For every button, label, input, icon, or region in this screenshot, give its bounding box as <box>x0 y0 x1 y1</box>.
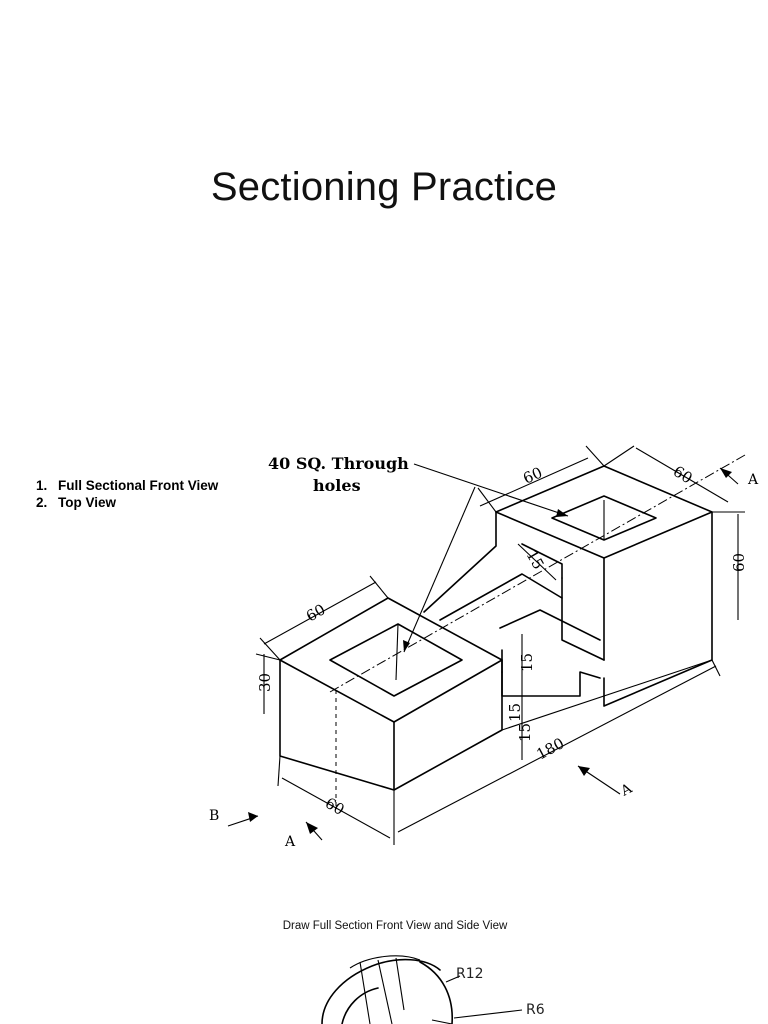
isometric-drawing-bearing: R12 R6 <box>321 955 545 1024</box>
task-label: Top View <box>58 495 117 510</box>
view-label-b: B <box>209 808 219 824</box>
note-text-line1: 40 SQ. Through <box>268 454 409 473</box>
left-block <box>279 597 713 791</box>
view-label-a-bottom: A <box>284 834 296 850</box>
task-list: 1. Full Sectional Front View 2. Top View <box>36 477 218 511</box>
dim-right-top-width: 60 <box>520 463 545 487</box>
dim-left-height: 30 <box>256 673 274 692</box>
task-item: 2. Top View <box>36 494 218 511</box>
task-item: 1. Full Sectional Front View <box>36 477 218 494</box>
view-label-a-right: A <box>617 780 635 800</box>
task-number: 2. <box>36 495 48 510</box>
drawing2-caption: Draw Full Section Front View and Side Vi… <box>282 920 508 932</box>
slide-title: Sectioning Practice <box>210 165 558 209</box>
dim-right-height: 60 <box>730 553 748 572</box>
dim-r6: R6 <box>526 1002 545 1018</box>
dim-length: 180 <box>533 734 567 763</box>
dim-step-b: 15 <box>506 703 524 722</box>
view-label-a-top: A <box>747 472 759 488</box>
dim-r12: R12 <box>456 966 484 982</box>
task-number: 1. <box>36 478 48 493</box>
dim-step-c: 15 <box>516 723 534 742</box>
dim-bottom-depth: 60 <box>322 794 348 819</box>
task-label: Full Sectional Front View <box>58 478 219 493</box>
center-line <box>329 454 746 693</box>
isometric-drawing-block: 40 SQ. Through holes 60 60 60 15 60 30 1… <box>209 445 759 850</box>
connecting-slot <box>423 511 601 697</box>
note-text-line2: holes <box>313 476 361 495</box>
dim-left-top-width: 60 <box>303 600 329 625</box>
dim-step-a: 15 <box>518 653 536 672</box>
dim-right-top-depth: 60 <box>670 462 696 487</box>
